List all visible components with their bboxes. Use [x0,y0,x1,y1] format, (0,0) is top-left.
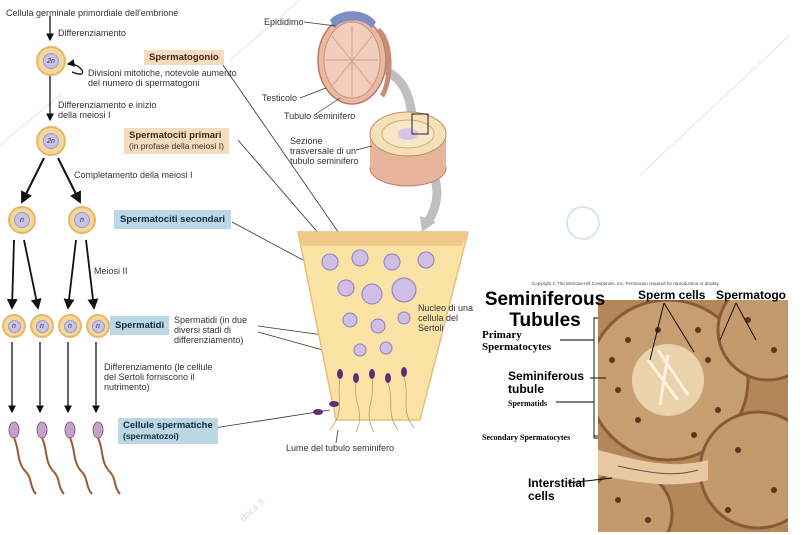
micrograph-leaders [0,0,803,535]
